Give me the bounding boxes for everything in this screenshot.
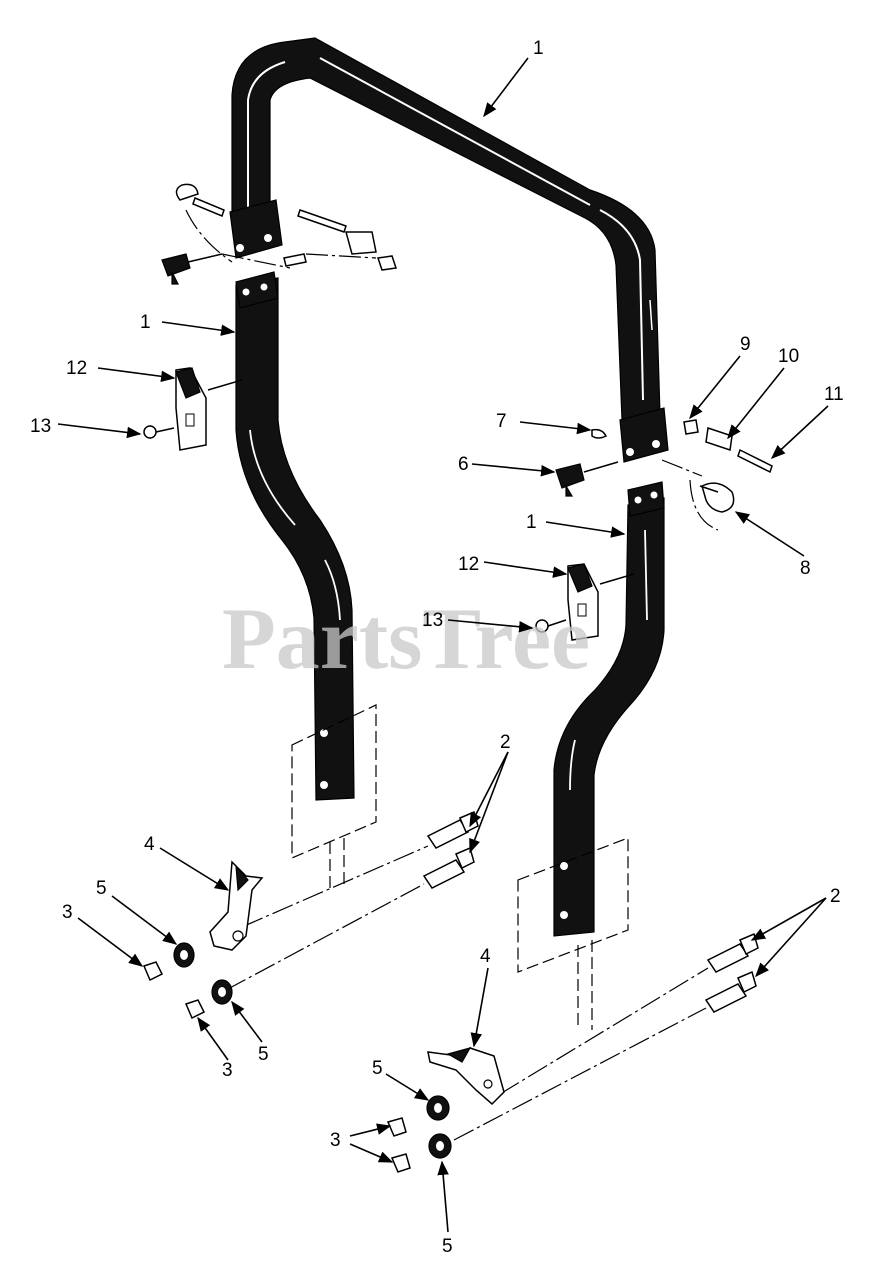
leader-lines: [57, 57, 829, 1233]
callout-1-top: 1: [533, 38, 544, 59]
callout-5-right-b: 5: [442, 1236, 453, 1257]
callout-8: 8: [800, 558, 811, 579]
left-decal-12: [143, 367, 243, 451]
callout-7: 7: [496, 411, 507, 432]
left-mount-outline: [291, 704, 377, 890]
callout-5-right-a: 5: [372, 1058, 383, 1079]
upper-hoop: [231, 37, 661, 421]
callout-3-right: 3: [330, 1130, 341, 1151]
watermark: PartsTree: [222, 591, 590, 688]
right-side-hardware: [555, 419, 773, 531]
callout-10: 10: [778, 346, 799, 367]
right-bottom-hardware: [386, 932, 759, 1173]
callout-9: 9: [740, 334, 751, 355]
callout-2-left: 2: [500, 732, 511, 753]
callout-13-left: 13: [30, 416, 51, 437]
callout-4-right: 4: [480, 946, 491, 967]
right-upper-clevis: [619, 407, 669, 463]
callout-1-right: 1: [526, 512, 537, 533]
callout-4-left: 4: [144, 834, 155, 855]
callout-labels: 1 1 12 13 7 6 9 10 11 8 1 12 13 2 4 5 3 …: [30, 38, 844, 1257]
callout-2-right: 2: [830, 886, 841, 907]
right-lower-bar: [553, 481, 665, 937]
callout-5-left-a: 5: [96, 878, 107, 899]
callout-12-right: 12: [458, 554, 479, 575]
callout-6: 6: [458, 454, 469, 475]
left-upper-clevis: [229, 199, 283, 259]
left-lower-bar: [235, 271, 355, 801]
right-mount-outline: [517, 837, 629, 1030]
callout-3-left-a: 3: [62, 902, 73, 923]
left-top-hardware: [161, 183, 397, 285]
callout-5-left-b: 5: [258, 1044, 269, 1065]
callout-3-left-b: 3: [222, 1060, 233, 1081]
right-decal-12: [535, 563, 635, 641]
callout-13-right: 13: [422, 610, 443, 631]
callout-12-left: 12: [66, 358, 87, 379]
callout-11: 11: [824, 384, 844, 405]
callout-1-left: 1: [140, 312, 151, 333]
left-bottom-hardware: [142, 810, 479, 1020]
